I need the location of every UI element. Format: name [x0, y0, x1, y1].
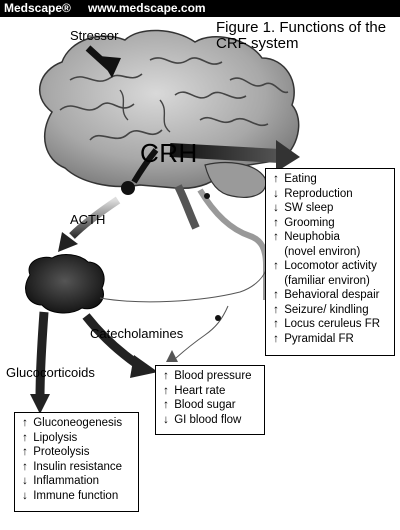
crh-label: CRH [140, 138, 198, 168]
effect-arrow-icon: ↓ [22, 475, 28, 487]
neural-connections [99, 269, 267, 359]
effect-text: Blood sugar [174, 399, 236, 411]
stressor-arrow [85, 45, 121, 78]
effect-item: ↓ Reproduction [271, 187, 389, 202]
effect-item: ↓ GI blood flow [161, 413, 259, 428]
effect-text: Blood pressure [174, 370, 252, 382]
effect-item: ↑ Insulin resistance [20, 460, 133, 475]
crh-arrow [131, 140, 300, 184]
metabolic-effects-box: ↑ Gluconeogenesis↑ Lipolysis↑ Proteolysi… [14, 412, 139, 512]
effect-item: ↑ Locus ceruleus FR [271, 317, 389, 332]
effect-item: ↑ Behavioral despair [271, 288, 389, 303]
effect-arrow-icon: ↑ [163, 370, 169, 382]
behavioral-effects-box: ↑ Eating↓ Reproduction↓ SW sleep↑ Groomi… [265, 168, 395, 356]
effect-text: Inflammation [33, 475, 100, 487]
medscape-url: www.medscape.com [88, 1, 206, 15]
effect-arrow-icon: ↑ [273, 318, 279, 330]
effect-text: Pyramidal FR [284, 332, 354, 345]
effect-text: Grooming [284, 216, 335, 229]
effect-item: ↓ Immune function [20, 489, 133, 504]
effect-text: GI blood flow [174, 413, 242, 426]
effect-item: ↑ Lipolysis [20, 431, 133, 446]
effect-item: (familiar environ) [271, 274, 389, 289]
effect-text: Locomotor activity [284, 260, 377, 272]
effect-item: ↑ Pyramidal FR [271, 332, 389, 347]
effect-arrow-icon: ↓ [273, 187, 279, 200]
effect-text: Insulin resistance [33, 460, 123, 473]
effect-text: Immune function [33, 489, 119, 502]
effect-arrow-icon: ↑ [273, 332, 279, 345]
figure-title-line2: CRF system [216, 35, 299, 52]
effect-arrow-icon: ↑ [163, 399, 169, 411]
medscape-brand: Medscape® [4, 1, 71, 15]
effect-item: ↑ Gluconeogenesis [20, 416, 133, 431]
effect-item: (novel environ) [271, 245, 389, 260]
effect-item: ↑ Neuphobia [271, 230, 389, 245]
effect-arrow-icon: ↑ [22, 446, 28, 458]
effect-arrow-icon: ↑ [273, 289, 279, 301]
effect-arrow-icon: ↑ [22, 417, 28, 429]
effect-item: ↑ Eating [271, 172, 389, 187]
effect-text: Neuphobia [284, 231, 340, 243]
effect-text: Lipolysis [33, 431, 78, 444]
effect-arrow-icon: ↑ [273, 173, 279, 185]
effect-item: ↑ Seizure/ kindling [271, 303, 389, 318]
effect-text: (familiar environ) [284, 274, 370, 287]
effect-item: ↑ Grooming [271, 216, 389, 231]
effect-item: ↓ Inflammation [20, 474, 133, 489]
figure-title: Figure 1. Functions of the CRF system [216, 20, 386, 52]
effect-arrow-icon: ↓ [273, 202, 279, 214]
catecholamines-label: Catecholamines [90, 326, 184, 341]
effect-arrow-icon: ↑ [273, 216, 279, 229]
effect-text: Heart rate [174, 384, 226, 397]
stressor-label: Stressor [70, 28, 119, 43]
effect-item: ↑ Blood pressure [161, 369, 259, 384]
effect-text: Seizure/ kindling [284, 303, 369, 316]
acth-arrow [58, 196, 121, 252]
effect-arrow-icon: ↑ [273, 260, 279, 272]
effect-text: Proteolysis [33, 446, 90, 458]
effect-arrow-icon: ↑ [273, 231, 279, 243]
glucocorticoids-arrow [30, 311, 50, 414]
effect-arrow-icon: ↓ [163, 413, 169, 426]
effect-text: (novel environ) [284, 245, 361, 258]
figure-title-line1: Figure 1. Functions of the [216, 19, 387, 36]
glucocorticoids-label: Glucocorticoids [6, 365, 95, 380]
effect-item: ↓ SW sleep [271, 201, 389, 216]
effect-arrow-icon: ↑ [22, 431, 28, 444]
effect-item: ↑ Locomotor activity [271, 259, 389, 274]
effect-arrow-icon: ↑ [163, 384, 169, 397]
effect-arrow-icon: ↓ [22, 489, 28, 502]
effect-text: Gluconeogenesis [33, 417, 123, 429]
effect-text: Locus ceruleus FR [284, 318, 381, 330]
effect-item: ↑ Blood sugar [161, 398, 259, 413]
effect-arrow-icon: ↑ [22, 460, 28, 473]
effect-item: ↑ Heart rate [161, 384, 259, 399]
cardiovascular-effects-box: ↑ Blood pressure↑ Heart rate↑ Blood suga… [155, 365, 265, 435]
medscape-header-bar: Medscape® www.medscape.com [0, 0, 400, 17]
effect-text: Eating [284, 173, 317, 185]
effect-text: Behavioral despair [284, 289, 380, 301]
effect-item: ↑ Proteolysis [20, 445, 133, 460]
adrenal-gland-icon [25, 254, 105, 314]
acth-label: ACTH [70, 212, 106, 227]
effect-text: Reproduction [284, 187, 353, 200]
effect-arrow-icon: ↑ [273, 303, 279, 316]
effect-text: SW sleep [284, 202, 334, 214]
catecholamines-arrow [82, 313, 178, 378]
